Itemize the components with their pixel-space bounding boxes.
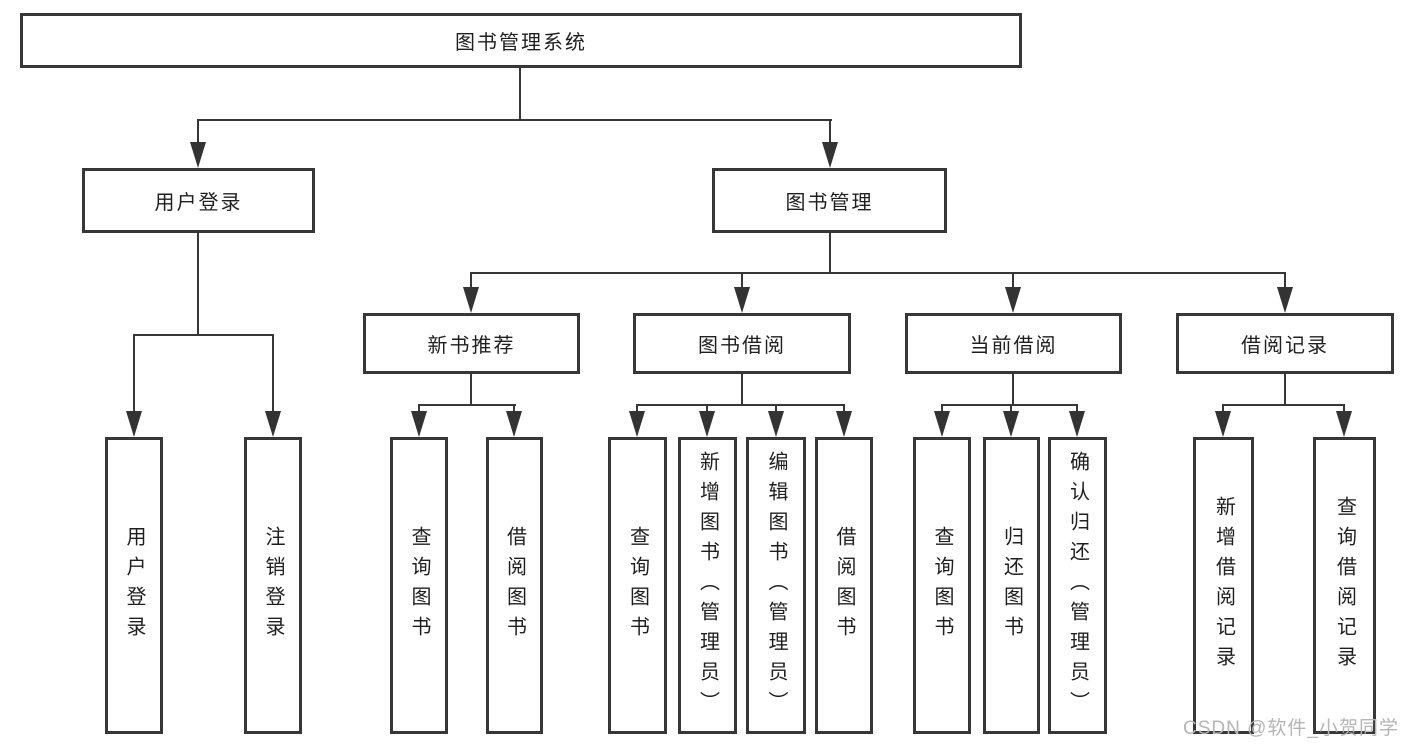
node-borrowing-records: 借阅记录 [1176, 313, 1394, 374]
leaf-label: 编辑图书（管理员） [765, 450, 787, 721]
connector-stem-g5b [1343, 405, 1345, 414]
arrowhead-g4c [1069, 411, 1085, 437]
arrowhead-g3d [836, 411, 852, 437]
connector-stem-newbook [470, 273, 472, 290]
connector-stem-g3d [843, 405, 845, 414]
leaf-borrow-books: 借阅图书 [815, 437, 873, 734]
node-label: 图书管理 [785, 192, 874, 214]
connector-stem-g2b [513, 405, 515, 414]
leaf-label: 查询借阅记录 [1333, 495, 1356, 676]
leaf-edit-books-admin: 编辑图书（管理员） [746, 437, 806, 734]
connector-stem-logout-leaf [272, 335, 274, 413]
arrowhead-g5b [1336, 411, 1352, 437]
leaf-label: 新增借阅记录 [1212, 495, 1235, 676]
connector-level3-rail [470, 272, 1286, 274]
node-library-management-system: 图书管理系统 [20, 13, 1022, 68]
connector-newbook-drop [470, 374, 472, 406]
leaf-query-books-borrowing: 查询图书 [608, 437, 667, 734]
node-label: 图书借阅 [698, 335, 786, 357]
node-label: 用户登录 [154, 192, 243, 214]
connector-currentborrow-drop [1012, 374, 1014, 406]
node-user-login-branch: 用户登录 [82, 168, 315, 233]
leaf-label: 借阅图书 [833, 525, 855, 646]
connector-stem-currentborrow [1012, 273, 1014, 290]
node-label: 新书推荐 [427, 335, 516, 357]
arrowhead-newbook [463, 287, 479, 313]
connector-stem-g4b [1010, 405, 1012, 414]
connector-stem-g4c [1076, 405, 1078, 414]
arrowhead-g4a [934, 411, 950, 437]
node-current-borrowing: 当前借阅 [905, 313, 1122, 374]
arrowhead-g3c [768, 411, 784, 437]
connector-stem-g5a [1222, 405, 1224, 414]
node-label: 当前借阅 [969, 335, 1058, 357]
leaf-query-books-recommend: 查询图书 [390, 437, 448, 734]
arrowhead-g4b [1003, 411, 1019, 437]
leaf-label: 归还图书 [1000, 525, 1023, 646]
leaf-add-books-admin: 新增图书（管理员） [678, 437, 737, 734]
arrowhead-g3b [699, 411, 715, 437]
connector-stem-g3c [775, 405, 777, 414]
connector-stem-user-login [197, 120, 199, 147]
arrowhead-currentborrow [1005, 287, 1021, 313]
connector-borrowrecords-drop [1284, 374, 1286, 406]
leaf-borrow-books-recommend: 借阅图书 [486, 437, 543, 734]
arrowhead-g5a [1215, 411, 1231, 437]
connector-level2-rail [197, 119, 832, 121]
connector-newbook-rail [418, 404, 516, 406]
connector-currentborrow-rail [941, 404, 1078, 406]
leaf-label: 查询图书 [626, 525, 649, 646]
leaf-add-borrow-record: 新增借阅记录 [1193, 437, 1254, 734]
arrowhead-book-mgmt [822, 142, 838, 168]
leaf-query-borrow-record: 查询借阅记录 [1313, 437, 1376, 734]
connector-stem-g2a [418, 405, 420, 414]
leaf-label: 借阅图书 [503, 525, 526, 646]
arrowhead-user-login [190, 142, 206, 168]
node-new-book-recommendation: 新书推荐 [363, 313, 580, 374]
leaf-query-books-current: 查询图书 [913, 437, 971, 734]
leaf-label: 用户登录 [123, 525, 145, 646]
leaf-label: 确认归还（管理员） [1066, 450, 1089, 721]
connector-stem-bookborrow [741, 273, 743, 290]
leaf-label: 查询图书 [408, 525, 430, 646]
leaf-user-login: 用户登录 [105, 437, 163, 734]
connector-stem-g3b [706, 405, 708, 414]
connector-root-drop [519, 68, 521, 120]
connector-bookborrow-drop [741, 374, 743, 406]
connector-userlogin-rail [133, 334, 274, 336]
connector-stem-g4a [941, 405, 943, 414]
node-label: 借阅记录 [1241, 335, 1329, 357]
connector-stem-login-leaf [133, 335, 135, 413]
connector-stem-book-mgmt [829, 120, 831, 147]
arrowhead-logout-leaf [265, 411, 281, 437]
node-label: 图书管理系统 [455, 32, 587, 54]
leaf-confirm-return-admin: 确认归还（管理员） [1048, 437, 1107, 734]
arrowhead-login-leaf [126, 411, 142, 437]
leaf-label: 注销登录 [262, 525, 284, 646]
connector-bookmgmt-drop [829, 233, 831, 274]
connector-bookborrow-rail [636, 404, 845, 406]
csdn-watermark: CSDN @软件_小贺同学 [1183, 718, 1399, 739]
leaf-logout: 注销登录 [244, 437, 302, 734]
arrowhead-borrowrecords [1277, 287, 1293, 313]
leaf-label: 新增图书（管理员） [696, 450, 719, 721]
connector-userlogin-drop [197, 233, 199, 335]
connector-stem-g3a [636, 405, 638, 414]
leaf-label: 查询图书 [931, 525, 953, 646]
arrowhead-g3a [629, 411, 645, 437]
arrowhead-bookborrow [734, 287, 750, 313]
node-book-borrowing: 图书借阅 [633, 313, 851, 374]
arrowhead-g2b [506, 411, 522, 437]
leaf-return-books: 归还图书 [983, 437, 1040, 734]
connector-borrowrecords-rail [1222, 404, 1345, 406]
node-book-management-branch: 图书管理 [712, 168, 947, 233]
arrowhead-g2a [411, 411, 427, 437]
connector-stem-borrowrecords [1284, 273, 1286, 290]
